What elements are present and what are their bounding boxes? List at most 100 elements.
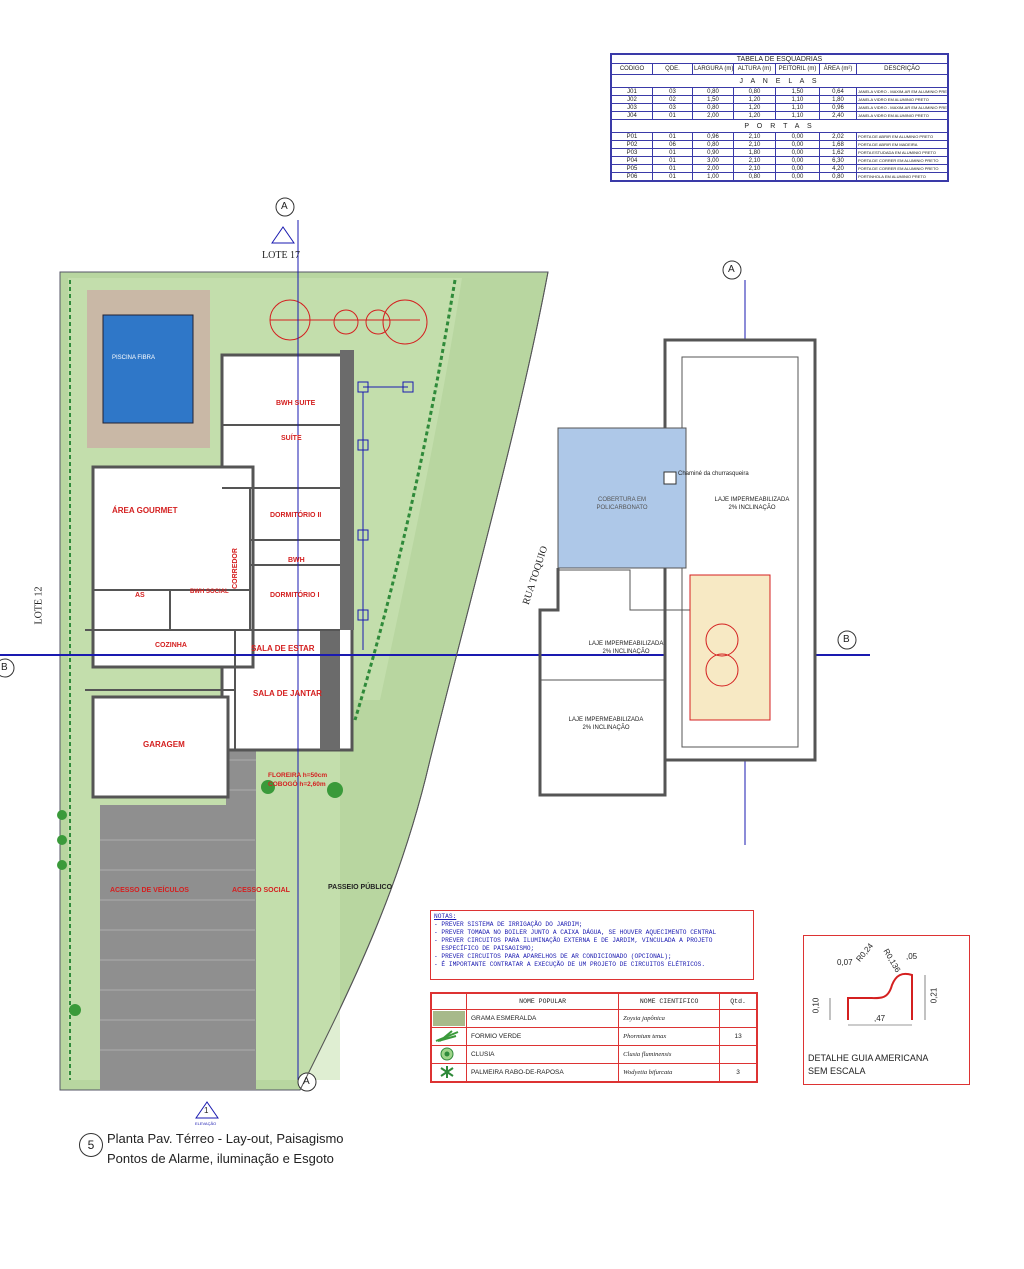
schedule-cell: 2,02 xyxy=(819,132,857,141)
schedule-cell: 1,10 xyxy=(775,103,820,112)
schedule-cell: 0,80 xyxy=(819,172,857,181)
detail-radius-024: R0,24 xyxy=(854,941,875,964)
notes-title: NOTAS: xyxy=(434,913,457,920)
schedule-cell: 01 xyxy=(652,111,693,120)
detail-dim-021: 0,21 xyxy=(929,987,939,1004)
schedule-cell: PORTA ESTUDADA EM ALUMINIO PRETO xyxy=(856,148,948,157)
schedule-cell: PORTINHOLA EM ALUMINIO PRETO xyxy=(856,172,948,181)
schedule-cell: 3,00 xyxy=(692,156,734,165)
plant-cientifico: Zoysia japônica xyxy=(618,1009,721,1028)
detail-dim-005: ,05 xyxy=(906,952,918,961)
room-corredor: CORREDOR xyxy=(231,548,239,589)
room-cozinha: COZINHA xyxy=(155,642,187,649)
plant-cientifico: Phormium tenax xyxy=(618,1027,721,1046)
clusia-icon xyxy=(431,1045,467,1064)
room-pool: PISCINA FIBRA xyxy=(112,355,156,361)
schedule-cell: 0,00 xyxy=(775,164,820,173)
elevation-1-number: 1 xyxy=(204,1106,209,1115)
plants-header-popular: NOME POPULAR xyxy=(465,993,620,1010)
note-line: ESPECÍFICO DE PAISAGISMO; xyxy=(434,945,535,952)
roof-polycarbonate-label: COBERTURA EM POLICARBONATO xyxy=(596,497,648,511)
notes-lines: - PREVER SISTEMA DE IRRIGAÇÃO DO JARDIM;… xyxy=(434,921,750,969)
schedule-cell: 1,10 xyxy=(775,95,820,104)
room-as: AS xyxy=(135,592,145,599)
plant-cientifico: Clusia fluminensis xyxy=(618,1045,721,1064)
detail-dim-047: ,47 xyxy=(874,1014,886,1023)
schedule-cell: JANELA VIDRO EM ALUMINIO PRETO xyxy=(856,111,948,120)
landscaping-table: NOME POPULAR NOME CIENTIFICO Qtd. GRAMA … xyxy=(430,992,758,1083)
schedule-cell: 2,10 xyxy=(733,132,776,141)
schedule-cell: J04 xyxy=(611,111,653,120)
schedule-cell: 1,68 xyxy=(819,140,857,149)
schedule-cell: PORTA DE ABRIR EM MADEIRA xyxy=(856,140,948,149)
schedule-cell: PORTA DE CORRER EM ALUMINIO PRETO xyxy=(856,156,948,165)
elevation-1-label: ELEVAÇÃO xyxy=(195,1121,217,1126)
drawing-number: 5 xyxy=(79,1133,103,1157)
schedule-cell: 1,20 xyxy=(733,103,776,112)
schedule-cell: 0,80 xyxy=(733,172,776,181)
schedule-cell: JANELA VIDRO - MAXIM-AR EM ALUMINIO PRET… xyxy=(856,103,948,112)
schedule-col-header: QDE. xyxy=(652,63,693,75)
schedule-col-header: ÁREA (m²) xyxy=(819,63,857,75)
room-garagem: GARAGEM xyxy=(143,740,185,749)
cobogo-label: COBOGÓ h=2,60m xyxy=(268,781,326,788)
detail-dim-007: 0,07 xyxy=(837,958,853,967)
schedule-cell: 01 xyxy=(652,132,693,141)
curb-detail-box: 0,07 ,05 0,10 0,21 ,47 R0,24 R0,136 DETA… xyxy=(803,935,970,1085)
note-line: - PREVER TOMADA NO BOILER JUNTO A CAIXA … xyxy=(434,929,717,936)
schedule-cell: 01 xyxy=(652,172,693,181)
schedule-col-header: LARGURA (m) xyxy=(692,63,734,75)
schedule-cell: 1,62 xyxy=(819,148,857,157)
schedule-cell: J02 xyxy=(611,95,653,104)
schedule-cell: 2,10 xyxy=(733,164,776,173)
schedule-cell: 1,00 xyxy=(692,172,734,181)
note-line: - PREVER CIRCUITOS PARA APARELHOS DE AR … xyxy=(434,953,672,960)
lot-12-label: LOTE 12 xyxy=(33,586,45,625)
plant-qtd xyxy=(719,1009,757,1028)
schedule-cell: J03 xyxy=(611,103,653,112)
drawing-title-line1: Planta Pav. Térreo - Lay-out, Paisagismo xyxy=(107,1131,344,1146)
curb-detail-profile xyxy=(847,972,913,1020)
schedule-cell: 6,30 xyxy=(819,156,857,165)
detail-dim-010: 0,10 xyxy=(811,997,821,1014)
notes-box: NOTAS: - PREVER SISTEMA DE IRRIGAÇÃO DO … xyxy=(430,910,754,980)
cut-a-top-label: A xyxy=(281,201,288,212)
portas-section: P O R T A S xyxy=(611,119,948,133)
cut-b-left-label: B xyxy=(1,662,8,673)
plant-qtd: 3 xyxy=(719,1063,757,1082)
schedule-cell: 0,80 xyxy=(692,140,734,149)
cut-a-bottom-label: A xyxy=(303,1076,310,1087)
schedule-col-header: DESCRIÇÃO xyxy=(856,63,948,75)
roof-plan xyxy=(538,338,817,797)
schedule-cell: JANELA VIDRO - MAXIM-AR EM ALUMINIO PRET… xyxy=(856,87,948,96)
schedule-cell: 0,00 xyxy=(775,148,820,157)
cut-a-right-label: A xyxy=(728,264,735,275)
schedule-cell: 0,64 xyxy=(819,87,857,96)
schedule-cell: P03 xyxy=(611,148,653,157)
schedule-cell: PORTA DE ABRIR EM ALUMINIO PRETO xyxy=(856,132,948,141)
plant-cientifico: Wodyetia bifurcata xyxy=(618,1063,721,1082)
schedule-cell: 2,10 xyxy=(733,156,776,165)
schedule-cell: 1,20 xyxy=(733,95,776,104)
schedule-cell: 03 xyxy=(652,103,693,112)
room-sala-jantar: SALA DE JANTAR xyxy=(253,689,322,698)
schedule-cell: 4,20 xyxy=(819,164,857,173)
schedule-cell: 0,00 xyxy=(775,156,820,165)
schedule-cell: 0,96 xyxy=(692,132,734,141)
lot-17-label: LOTE 17 xyxy=(262,250,301,261)
schedule-cell: 0,80 xyxy=(692,103,734,112)
schedule-title: TABELA DE ESQUADRIAS xyxy=(611,54,948,64)
